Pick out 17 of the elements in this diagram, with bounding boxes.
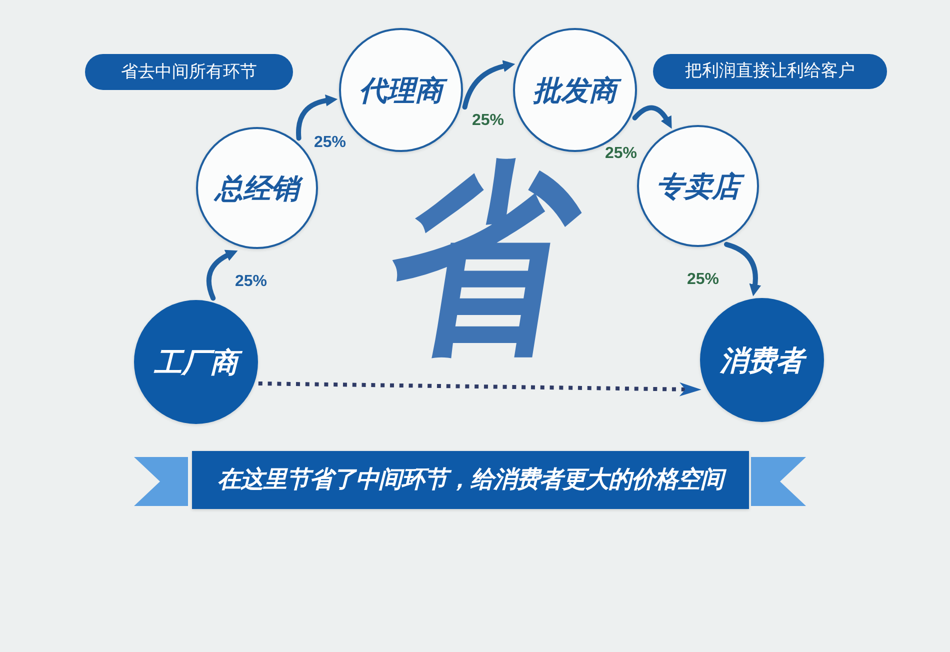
tag-pill: [653, 54, 887, 89]
curved-arrow: [462, 60, 516, 110]
tag-text: 把利润直接让利给客户: [685, 61, 855, 82]
circle-label: 代理商: [355, 72, 447, 108]
ribbon-banner: [192, 451, 749, 509]
dotted-arrow: [258, 382, 702, 396]
circle-label: 消费者: [716, 342, 808, 378]
curved-arrow: [724, 242, 761, 296]
big-character: 省: [376, 158, 589, 363]
curved-arrow: [206, 250, 238, 301]
circle-label: 总经销: [211, 170, 303, 206]
banner-text: 在这里节省了中间环节，给消费者更大的价格空间: [214, 465, 727, 495]
circle-label: 工厂商: [150, 344, 242, 380]
tag-pill: [85, 54, 293, 90]
tag-text: 省去中间所有环节: [121, 62, 257, 82]
circle-label: 专卖店: [652, 168, 744, 204]
circle-label: 批发商: [529, 72, 621, 108]
